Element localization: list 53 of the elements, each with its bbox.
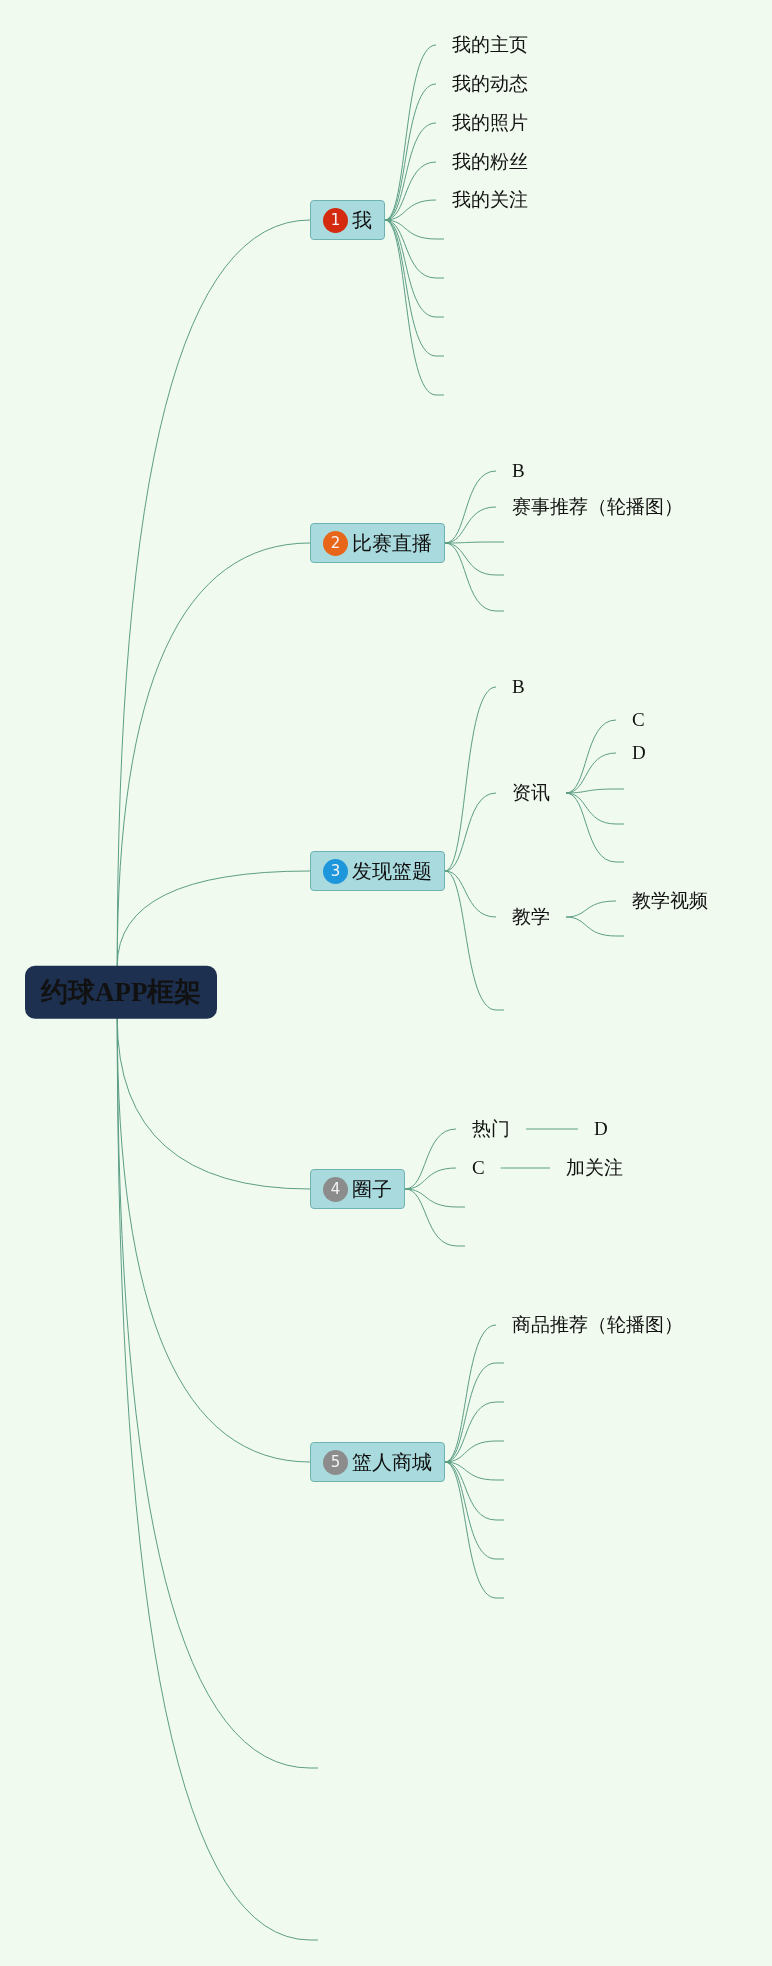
number-badge: 2	[323, 530, 348, 556]
number-badge: 1	[323, 207, 348, 233]
subtopic-text: D	[616, 738, 646, 768]
subtopic-text: 我的关注	[436, 185, 528, 215]
connector-line	[565, 792, 617, 825]
topic-box	[310, 1442, 445, 1482]
connector-line	[404, 1167, 457, 1190]
connector-line	[444, 686, 497, 872]
subtopic-text: B	[496, 672, 525, 702]
connector-line	[444, 870, 497, 1011]
number-badge: 3	[323, 858, 348, 884]
subtopic-text: 加关注	[550, 1153, 623, 1183]
subtopic-text: 商品推荐（轮播图）	[496, 1310, 683, 1340]
topic-label: 圈子	[352, 1177, 392, 1202]
subtopic-text: C	[616, 705, 645, 735]
subtopic-text: 教学	[496, 902, 566, 932]
connector-line	[384, 44, 437, 221]
subtopic-text: C	[456, 1153, 501, 1183]
topic-box	[310, 200, 385, 240]
topic-box	[310, 1169, 405, 1209]
connector-line	[444, 792, 497, 872]
root-topic-box: 约球APP框架	[25, 965, 218, 1019]
subtopic-text: 资讯	[496, 778, 566, 808]
connector-line	[565, 916, 617, 937]
subtopic-text: 我的粉丝	[436, 147, 528, 177]
topic-label: 发现篮题	[352, 859, 432, 884]
subtopic-text: 教学视频	[616, 886, 708, 916]
connector-line	[444, 542, 497, 612]
subtopic-text: 我的主页	[436, 30, 528, 60]
connector-line	[525, 1128, 579, 1130]
connector-line	[116, 1017, 311, 1941]
connector-line	[565, 788, 617, 794]
topic-box	[310, 523, 445, 563]
topic-label: 篮人商城	[352, 1450, 432, 1475]
connector-line	[404, 1188, 458, 1208]
subtopic-text: B	[496, 456, 525, 486]
connector-line	[384, 219, 437, 396]
connector-line	[444, 1461, 497, 1599]
number-badge: 4	[323, 1176, 348, 1202]
subtopic-text: 我的动态	[436, 69, 528, 99]
number-badge: 5	[323, 1449, 348, 1475]
topic-label: 比赛直播	[352, 531, 432, 556]
connector-line	[565, 792, 617, 863]
connector-line	[404, 1188, 458, 1247]
subtopic-text: 赛事推荐（轮播图）	[496, 492, 683, 522]
subtopic-text: D	[578, 1114, 608, 1144]
topic-label: 我	[352, 208, 372, 233]
connector-line	[500, 1167, 551, 1169]
subtopic-text: 热门	[456, 1114, 526, 1144]
connector-line	[116, 870, 311, 967]
subtopic-text: 我的照片	[436, 108, 528, 138]
topic-box	[310, 851, 445, 891]
connector-line	[565, 900, 617, 918]
